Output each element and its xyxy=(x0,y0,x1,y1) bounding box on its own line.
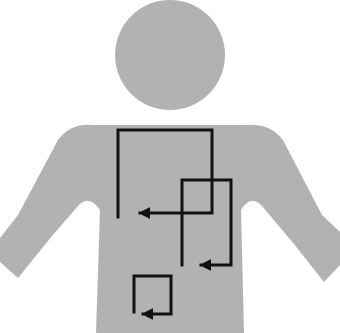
movement-paths xyxy=(116,128,233,320)
middle-rectangular-path xyxy=(180,178,233,271)
small-rectangular-path xyxy=(132,274,173,320)
large-rectangular-path xyxy=(116,128,214,219)
torso-silhouette xyxy=(0,124,340,333)
head-silhouette xyxy=(115,0,225,110)
